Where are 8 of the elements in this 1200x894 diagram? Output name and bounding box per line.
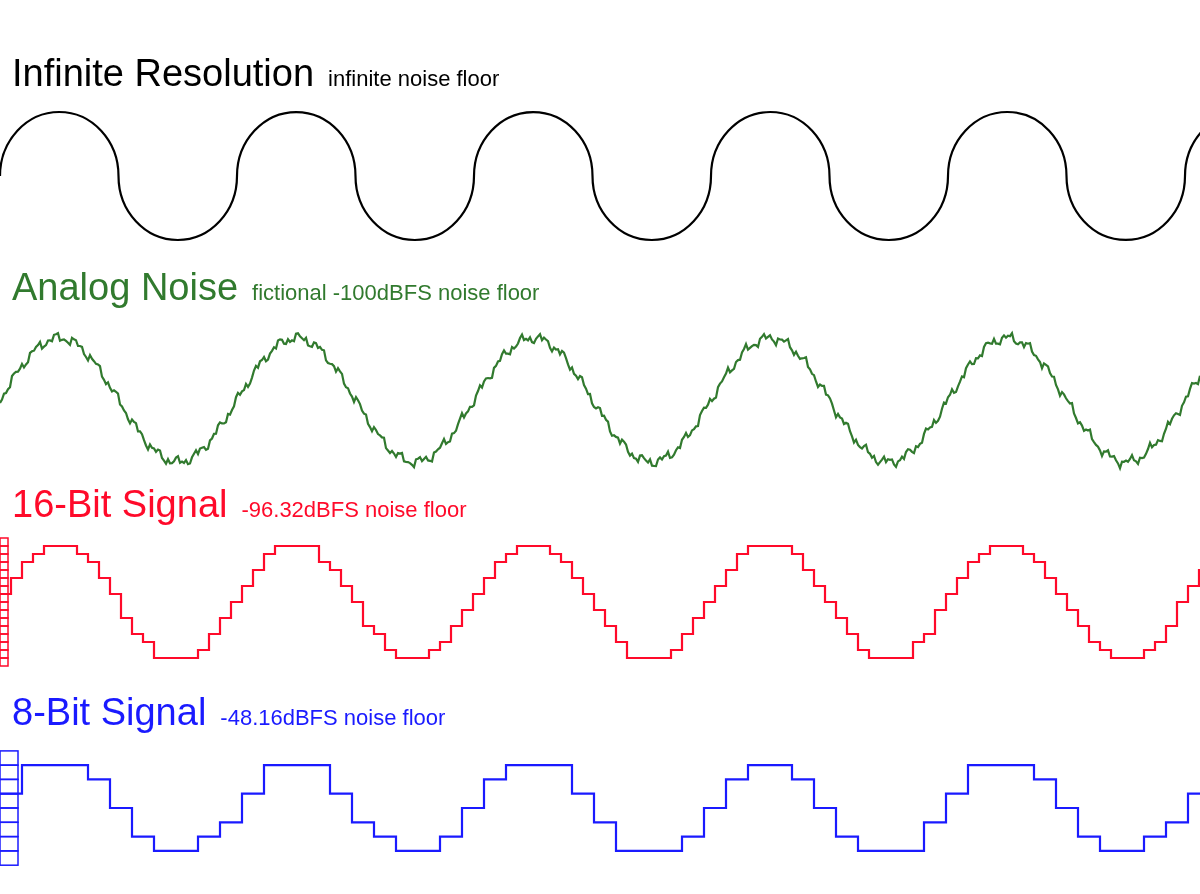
noise-floor-note: fictional -100dBFS noise floor <box>252 280 540 305</box>
waveform-heading: 8-Bit Signal <box>12 691 207 733</box>
waveform-heading: 16-Bit Signal <box>12 483 228 525</box>
noise-floor-note: -48.16dBFS noise floor <box>220 705 446 730</box>
waveform-heading: Analog Noise <box>12 266 239 308</box>
waveform-heading: Infinite Resolution <box>12 52 315 94</box>
noise-floor-note: infinite noise floor <box>328 66 500 91</box>
noise-floor-note: -96.32dBFS noise floor <box>241 497 467 522</box>
